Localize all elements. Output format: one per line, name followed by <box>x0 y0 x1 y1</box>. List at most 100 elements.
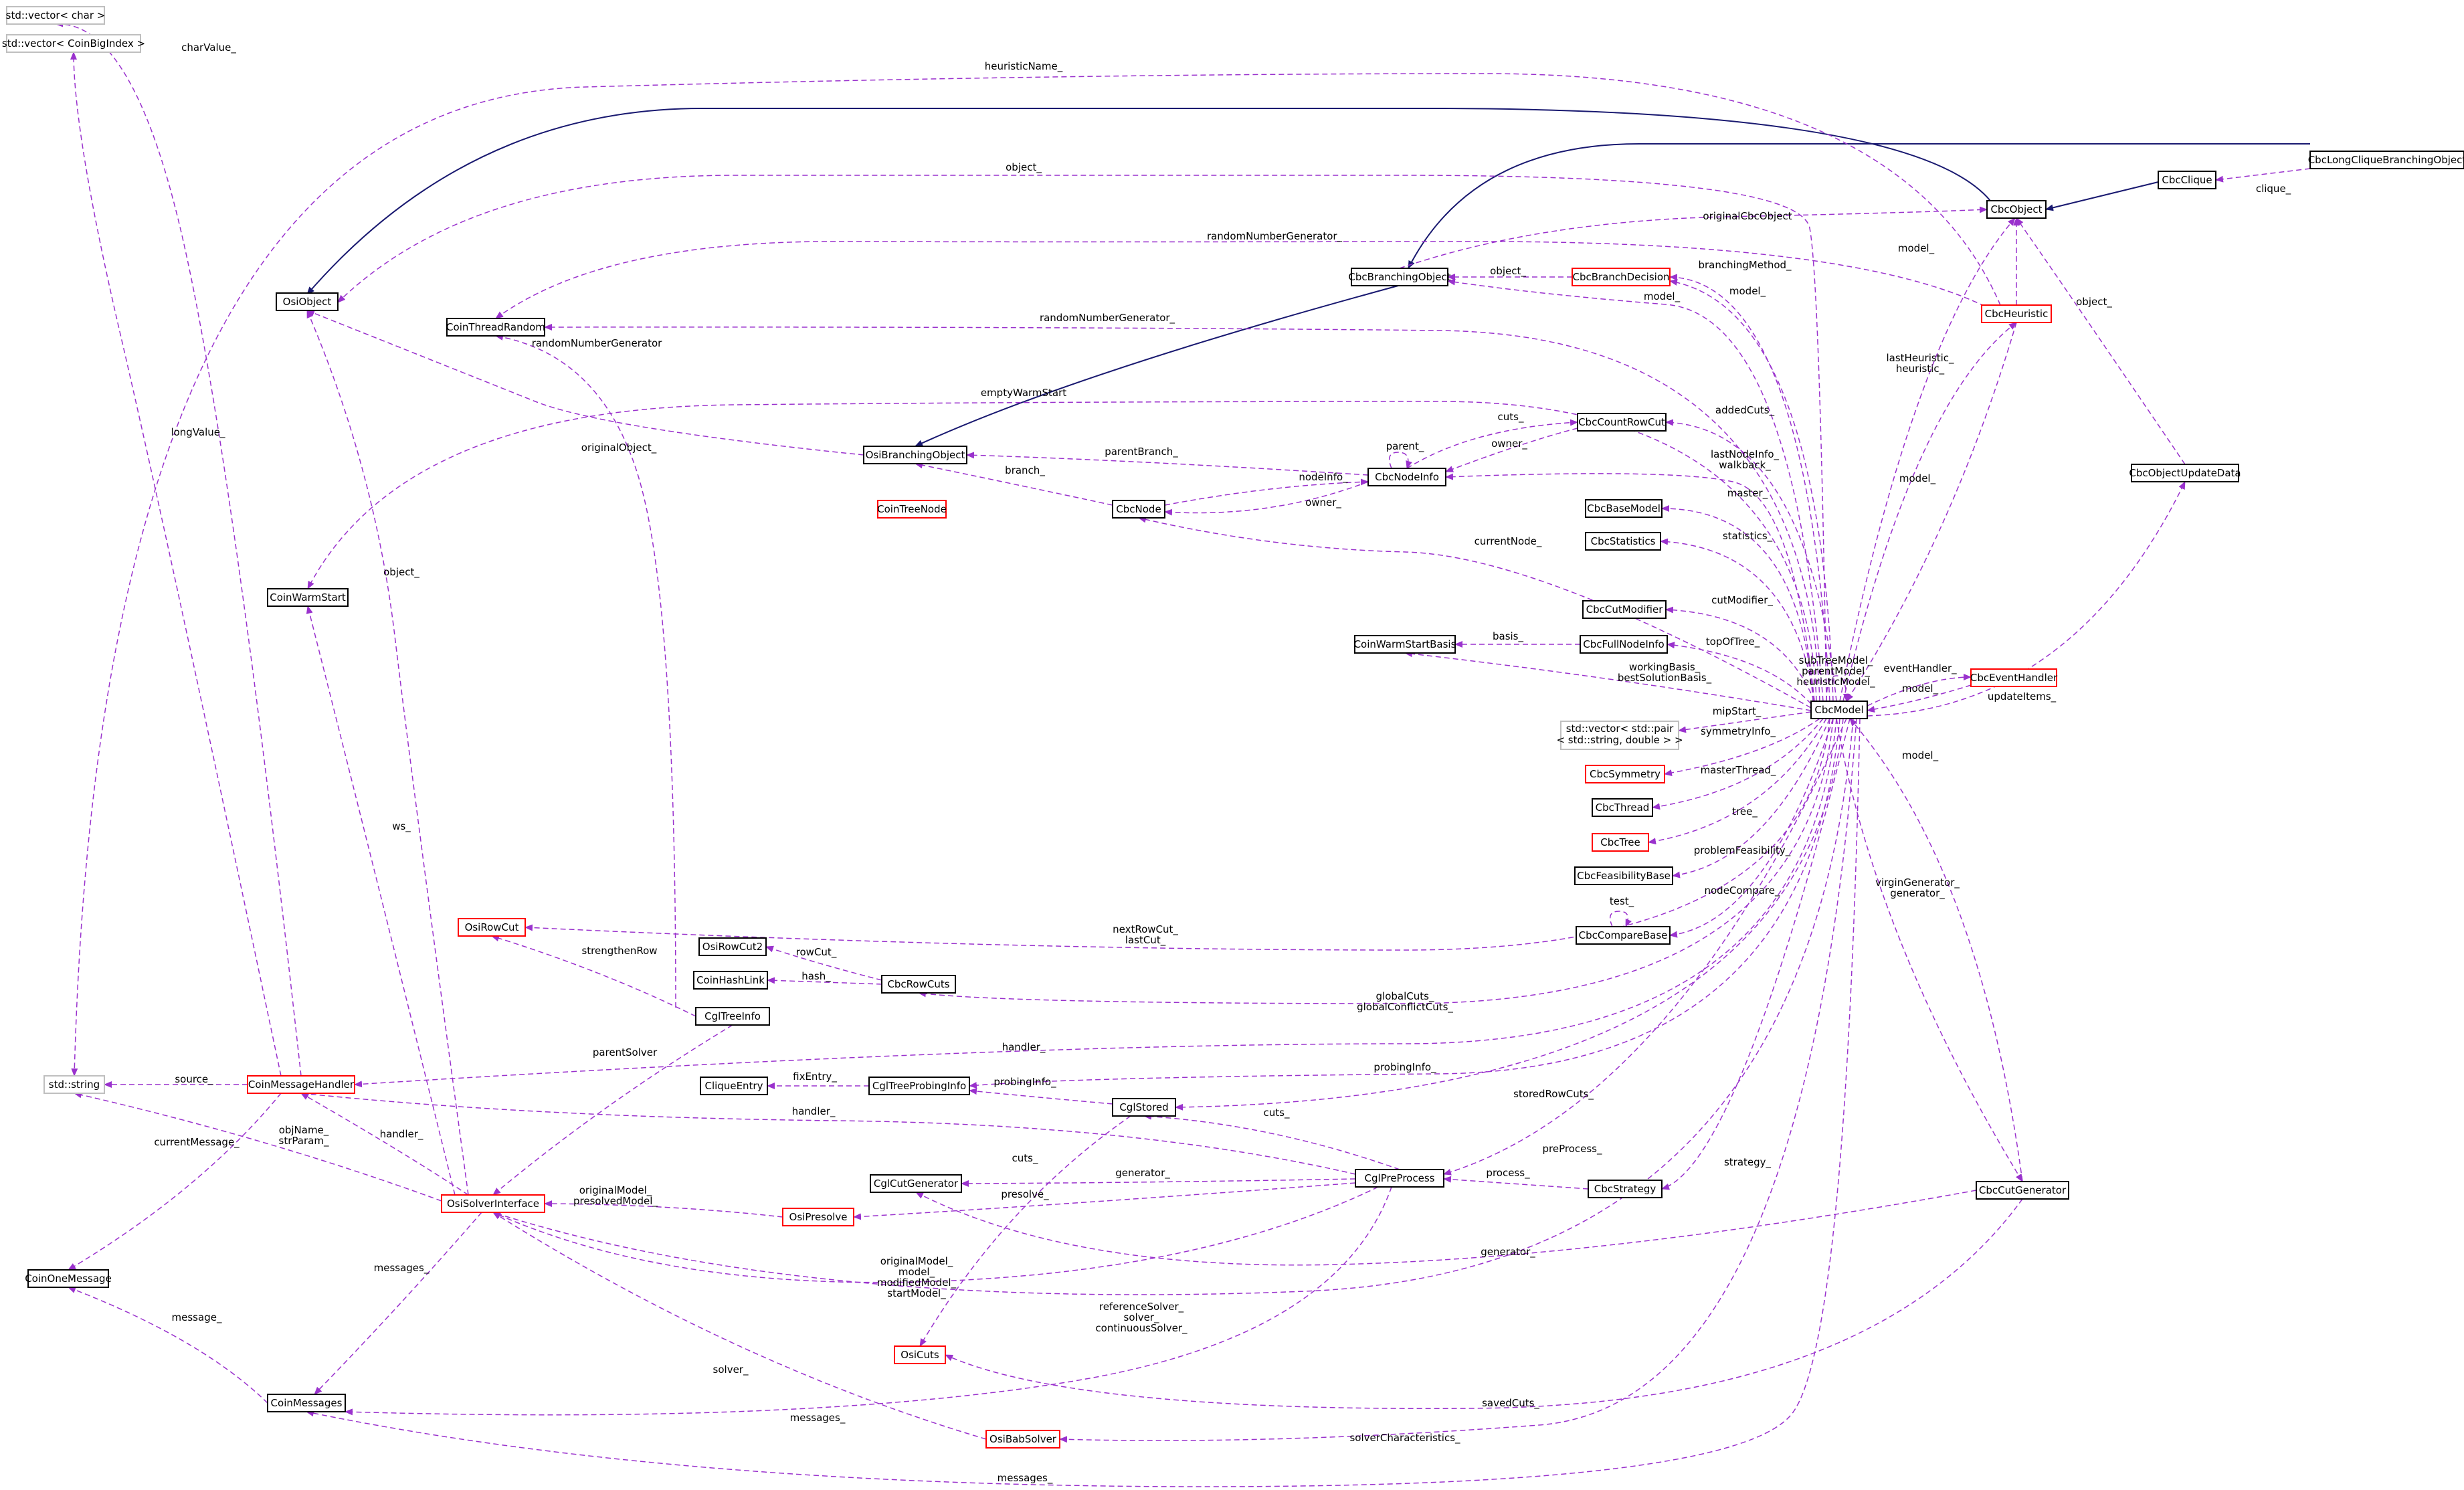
class-box[interactable] <box>877 500 947 519</box>
class-node-CbcObjectUpdateData[interactable]: CbcObjectUpdateData <box>2129 464 2241 482</box>
class-node-CglTreeInfo[interactable]: CglTreeInfo <box>695 1007 770 1026</box>
class-box[interactable] <box>1582 600 1667 619</box>
class-box[interactable] <box>1574 866 1673 885</box>
class-node-CoinThreadRandom[interactable]: CoinThreadRandom <box>446 318 545 337</box>
class-node-StdVectorPair[interactable]: std::vector< std::pair< std::string, dou… <box>1556 721 1683 750</box>
class-node-CbcBaseModel[interactable]: CbcBaseModel <box>1585 499 1663 518</box>
class-box[interactable] <box>1112 1098 1176 1117</box>
class-box[interactable] <box>276 292 339 311</box>
class-box[interactable] <box>247 1075 355 1094</box>
class-box[interactable] <box>1367 468 1446 486</box>
class-node-CoinTreeNode[interactable]: CoinTreeNode <box>877 500 947 519</box>
class-box[interactable] <box>894 1345 946 1364</box>
class-box[interactable] <box>881 975 956 994</box>
class-node-CbcFeasibilityBase[interactable]: CbcFeasibilityBase <box>1574 866 1673 885</box>
class-box[interactable] <box>6 6 105 25</box>
class-node-CbcLongCliqueBranchingObject[interactable]: CbcLongCliqueBranchingObject <box>2308 151 2464 169</box>
class-node-OsiPresolve[interactable]: OsiPresolve <box>782 1208 854 1226</box>
class-box[interactable] <box>1585 499 1663 518</box>
class-box[interactable] <box>1810 701 1868 719</box>
class-node-CglStored[interactable]: CglStored <box>1112 1098 1176 1117</box>
class-node-CbcClique[interactable]: CbcClique <box>2158 171 2216 189</box>
class-node-CbcModel[interactable]: CbcModel <box>1810 701 1868 719</box>
class-box[interactable] <box>2309 151 2464 169</box>
class-node-CglTreeProbingInfo[interactable]: CglTreeProbingInfo <box>868 1077 970 1095</box>
class-node-CbcBranchDecision[interactable]: CbcBranchDecision <box>1572 268 1671 286</box>
class-node-CoinWarmStart[interactable]: CoinWarmStart <box>267 588 349 607</box>
class-box[interactable] <box>1351 268 1448 286</box>
class-node-OsiBranchingObject[interactable]: OsiBranchingObject <box>863 446 967 464</box>
class-node-CbcSymmetry[interactable]: CbcSymmetry <box>1585 765 1665 783</box>
class-node-CliqueEntry[interactable]: CliqueEntry <box>700 1077 768 1095</box>
class-node-OsiBabSolver[interactable]: OsiBabSolver <box>985 1430 1060 1449</box>
class-node-OsiRowCut[interactable]: OsiRowCut <box>458 918 526 937</box>
class-node-CoinHashLink[interactable]: CoinHashLink <box>693 971 768 990</box>
class-box[interactable] <box>1560 721 1679 750</box>
class-node-StdString[interactable]: std::string <box>43 1075 105 1094</box>
class-box[interactable] <box>267 1394 346 1412</box>
class-node-CoinWarmStartBasis[interactable]: CoinWarmStartBasis <box>1354 635 1456 654</box>
class-box[interactable] <box>1354 635 1456 654</box>
class-node-CbcHeuristic[interactable]: CbcHeuristic <box>1981 304 2052 323</box>
class-box[interactable] <box>1588 1180 1663 1198</box>
class-box[interactable] <box>1986 200 2047 219</box>
class-box[interactable] <box>27 1269 109 1288</box>
class-node-CbcNode[interactable]: CbcNode <box>1112 500 1165 519</box>
class-box[interactable] <box>985 1430 1060 1449</box>
class-box[interactable] <box>782 1208 854 1226</box>
class-box[interactable] <box>2131 464 2239 482</box>
class-box[interactable] <box>695 1007 770 1026</box>
class-box[interactable] <box>1592 833 1649 852</box>
class-box[interactable] <box>1580 635 1668 654</box>
class-box[interactable] <box>458 918 526 937</box>
class-box[interactable] <box>863 446 967 464</box>
class-box[interactable] <box>1585 765 1665 783</box>
class-node-CbcNodeInfo[interactable]: CbcNodeInfo <box>1367 468 1446 486</box>
class-node-CbcBranchingObject[interactable]: CbcBranchingObject <box>1348 268 1451 286</box>
class-node-CbcCompareBase[interactable]: CbcCompareBase <box>1576 926 1671 945</box>
class-node-OsiRowCut2[interactable]: OsiRowCut2 <box>698 937 767 956</box>
class-box[interactable] <box>868 1077 970 1095</box>
class-node-OsiObject[interactable]: OsiObject <box>276 292 339 311</box>
class-node-CbcCountRowCut[interactable]: CbcCountRowCut <box>1577 413 1667 432</box>
class-node-CbcStrategy[interactable]: CbcStrategy <box>1588 1180 1663 1198</box>
class-node-CoinOneMessage[interactable]: CoinOneMessage <box>25 1269 112 1288</box>
class-node-CbcCutModifier[interactable]: CbcCutModifier <box>1582 600 1667 619</box>
class-node-CbcTree[interactable]: CbcTree <box>1592 833 1649 852</box>
class-box[interactable] <box>1355 1169 1444 1188</box>
class-box[interactable] <box>2158 171 2216 189</box>
class-node-OsiCuts[interactable]: OsiCuts <box>894 1345 946 1364</box>
class-box[interactable] <box>43 1075 105 1094</box>
class-box[interactable] <box>870 1174 962 1193</box>
class-box[interactable] <box>1572 268 1671 286</box>
class-box[interactable] <box>700 1077 768 1095</box>
class-box[interactable] <box>1112 500 1165 519</box>
class-node-CbcThread[interactable]: CbcThread <box>1592 798 1653 817</box>
class-box[interactable] <box>1970 668 2057 687</box>
class-node-CbcObject[interactable]: CbcObject <box>1986 200 2047 219</box>
class-box[interactable] <box>267 588 349 607</box>
class-node-CglPreProcess[interactable]: CglPreProcess <box>1355 1169 1444 1188</box>
class-box[interactable] <box>698 937 767 956</box>
class-box[interactable] <box>1577 413 1667 432</box>
class-node-OsiSolverInterface[interactable]: OsiSolverInterface <box>441 1194 545 1213</box>
class-box[interactable] <box>1981 304 2052 323</box>
class-box[interactable] <box>693 971 768 990</box>
class-node-CbcEventHandler[interactable]: CbcEventHandler <box>1970 668 2058 687</box>
class-box[interactable] <box>1976 1181 2069 1200</box>
class-node-CbcRowCuts[interactable]: CbcRowCuts <box>881 975 956 994</box>
class-node-CbcCutGenerator[interactable]: CbcCutGenerator <box>1976 1181 2069 1200</box>
class-node-CbcFullNodeInfo[interactable]: CbcFullNodeInfo <box>1580 635 1668 654</box>
class-box[interactable] <box>1585 532 1661 551</box>
class-box[interactable] <box>446 318 545 337</box>
class-node-CoinMessages[interactable]: CoinMessages <box>267 1394 346 1412</box>
class-node-CbcStatistics[interactable]: CbcStatistics <box>1585 532 1661 551</box>
class-node-StdVectorChar[interactable]: std::vector< char > <box>6 6 106 25</box>
class-node-StdVectorCoinBigIndex[interactable]: std::vector< CoinBigIndex > <box>2 34 145 53</box>
class-box[interactable] <box>441 1194 545 1213</box>
class-box[interactable] <box>1592 798 1653 817</box>
class-box[interactable] <box>6 34 141 53</box>
class-box[interactable] <box>1576 926 1671 945</box>
class-node-CoinMessageHandler[interactable]: CoinMessageHandler <box>247 1075 355 1094</box>
class-node-CglCutGenerator[interactable]: CglCutGenerator <box>870 1174 962 1193</box>
